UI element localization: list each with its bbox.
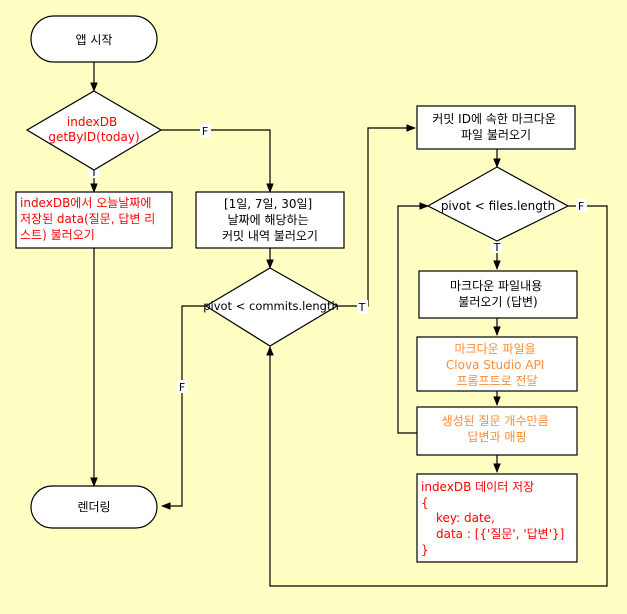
indexdb-decision-line-2: getByID(today) <box>48 130 139 144</box>
node-pivot-files: pivot < files.length <box>426 166 570 242</box>
edge-label-files-false: F <box>578 200 584 213</box>
node-render: 렌더링 <box>30 485 158 529</box>
node-pivot-commits: pivot < commits.length <box>203 267 339 347</box>
node-send-to-clova: 마크다운 파일을 Clova Studio API 프롬프트로 전달 <box>416 336 578 392</box>
edge-label-files-true: T <box>493 241 501 254</box>
save-line-5: } <box>421 543 429 557</box>
svg-text:indexDB getByID(today): indexDB getByID(today) <box>48 115 139 144</box>
today-data-line-2: 저장된 data(질문, 답변 리 <box>20 212 155 226</box>
clova-line-1: 마크다운 파일을 <box>455 342 536 356</box>
node-indexdb-decision: indexDB getByID(today) <box>25 90 163 171</box>
svg-text:마크다운 파일내용 불러오기 (답변): 마크다운 파일내용 불러오기 (답변) <box>450 279 546 309</box>
node-load-today-data: indexDB에서 오늘날짜에 저장된 data(질문, 답변 리 스트) 불러… <box>15 191 173 249</box>
edge-commits-true <box>337 124 416 307</box>
edge-label-commits-true: T <box>358 301 366 314</box>
node-load-commits: [1일, 7일, 30일] 날짜에 해당하는 커밋 내역 불러오기 <box>195 191 345 249</box>
svg-text:생성된 질문 개수만큼 답변과 매핑: 생성된 질문 개수만큼 답변과 매핑 <box>442 414 553 444</box>
pivot-commits-label: pivot < commits.length <box>203 299 339 313</box>
svg-text:커밋 ID에 속한 마크다운 파일 불러오기: 커밋 ID에 속한 마크다운 파일 불러오기 <box>432 112 559 142</box>
app-start-label: 앱 시작 <box>76 33 113 47</box>
md-content-line-1: 마크다운 파일내용 <box>450 279 542 293</box>
edge-label-commits-false: F <box>179 381 185 394</box>
svg-text:indexDB 데이터 저장 { k: indexDB 데이터 저장 { key: date, data : [{'질문… <box>421 480 568 557</box>
md-files-line-1: 커밋 ID에 속한 마크다운 <box>432 112 556 126</box>
node-app-start: 앱 시작 <box>30 15 158 63</box>
edges <box>90 62 608 587</box>
node-map-questions: 생성된 질문 개수만큼 답변과 매핑 <box>416 406 578 456</box>
indexdb-decision-line-1: indexDB <box>67 115 117 129</box>
svg-text:indexDB에서 오늘날짜에 저장된 data: indexDB에서 오늘날짜에 저장된 data(질문, 답변 리 스트) 불러… <box>20 196 159 242</box>
pivot-files-label: pivot < files.length <box>441 199 555 213</box>
today-data-line-3: 스트) 불러오기 <box>20 228 95 242</box>
clova-line-2: Clova Studio API <box>446 358 544 372</box>
node-load-md-files: 커밋 ID에 속한 마크다운 파일 불러오기 <box>416 105 576 150</box>
edge-files-false-loop <box>266 205 608 587</box>
render-label: 렌더링 <box>77 500 110 514</box>
edge-label-indexdb-false: F <box>202 125 208 138</box>
md-files-line-2: 파일 불러오기 <box>461 128 531 142</box>
edge-commits-false <box>161 305 206 510</box>
md-content-line-2: 불러오기 (답변) <box>458 295 537 309</box>
commits-line-3: 커밋 내역 불러오기 <box>222 229 318 243</box>
edge-map-loop-back <box>397 202 429 434</box>
save-line-3: key: date, <box>436 511 495 525</box>
svg-text:마크다운 파일을 Clova Studio AP: 마크다운 파일을 Clova Studio API 프롬프트로 전달 <box>446 342 548 388</box>
save-line-4: data : [{'질문', '답변'}] <box>436 527 564 541</box>
edge-label-indexdb-true: T <box>90 166 98 179</box>
map-line-1: 생성된 질문 개수만큼 <box>442 414 549 428</box>
commits-line-2: 날짜에 해당하는 <box>228 213 309 227</box>
clova-line-3: 프롬프트로 전달 <box>456 374 537 388</box>
save-line-1: indexDB 데이터 저장 <box>421 480 534 494</box>
today-data-line-1: indexDB에서 오늘날짜에 <box>20 196 151 210</box>
commits-line-1: [1일, 7일, 30일] <box>224 197 312 211</box>
map-line-2: 답변과 매핑 <box>467 430 526 444</box>
edge-indexdb-false <box>161 129 274 193</box>
node-load-md-content: 마크다운 파일내용 불러오기 (답변) <box>418 270 578 319</box>
svg-text:[1일, 7일, 30일] 날짜에 해당하는: [1일, 7일, 30일] 날짜에 해당하는 커밋 내역 불러오기 <box>222 197 318 243</box>
save-line-2: { <box>421 496 429 510</box>
node-save-indexdb: indexDB 데이터 저장 { key: date, data : [{'질문… <box>416 473 578 563</box>
